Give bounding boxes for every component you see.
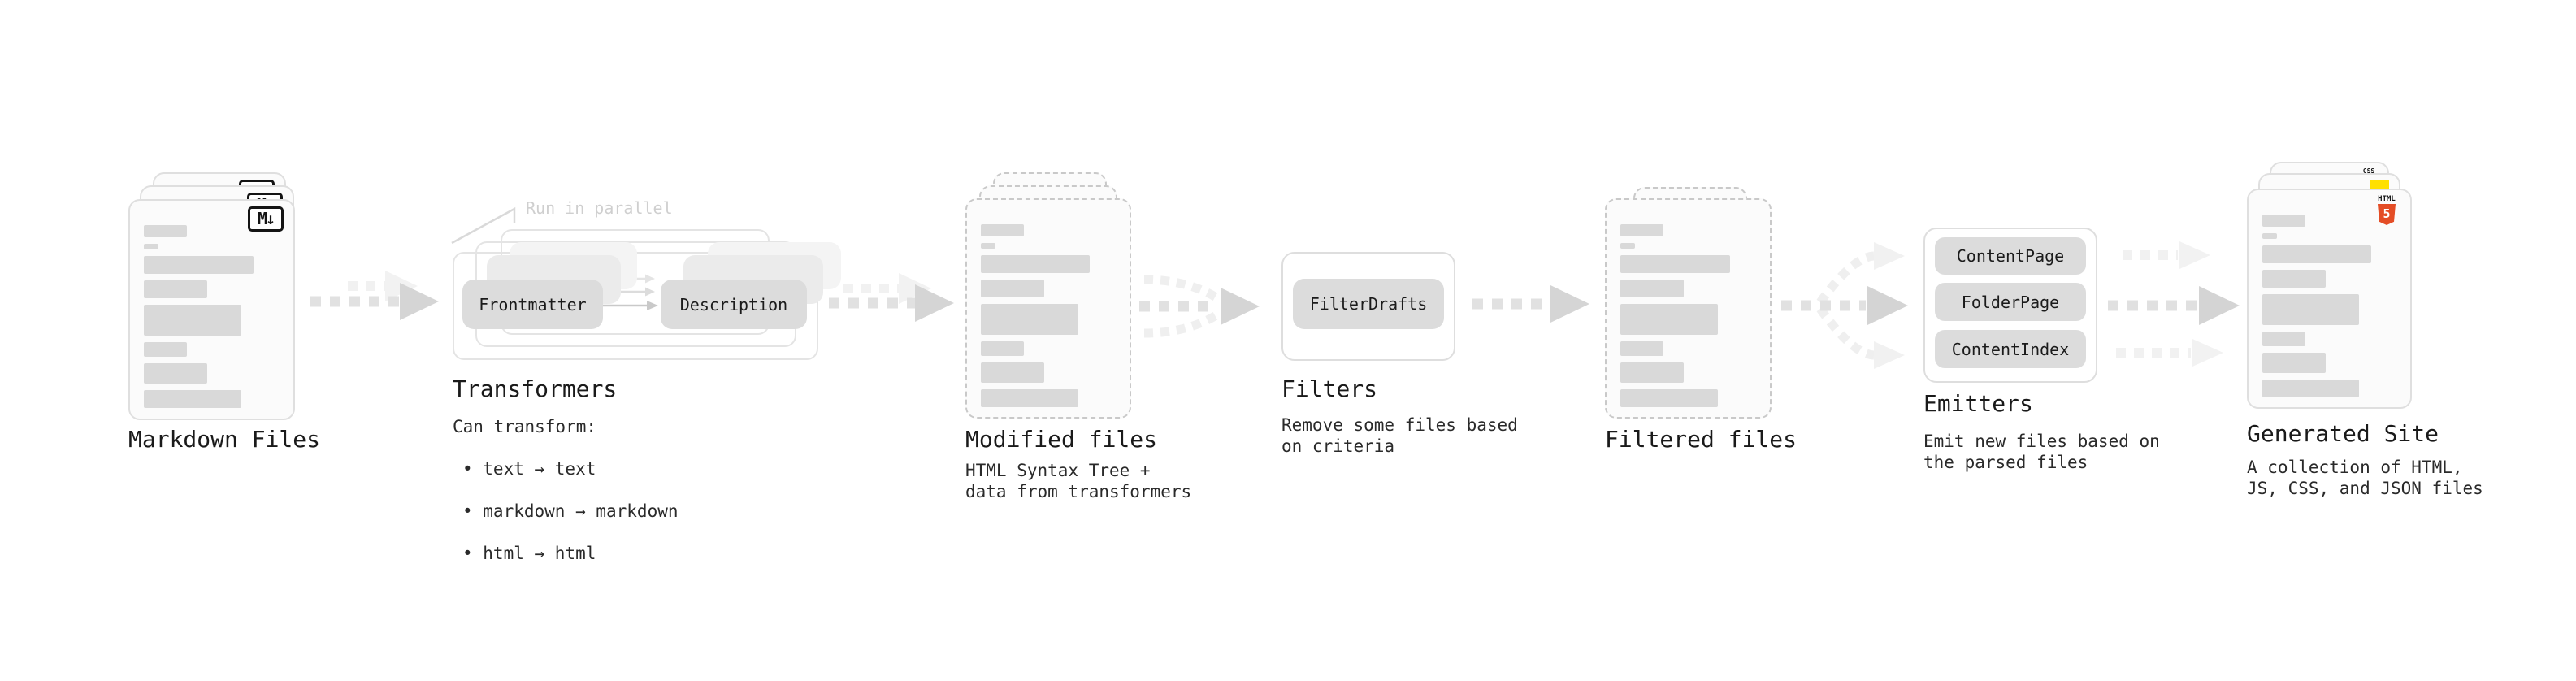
doc-line-bar — [2262, 245, 2371, 263]
doc-line-bar — [2262, 294, 2359, 325]
doc-placeholder-lines — [1620, 224, 1756, 414]
arrow-filters-to-filtered — [1472, 285, 1589, 323]
transformers-bullets: • text → text • markdown → markdown • ht… — [453, 437, 679, 585]
doc-line-bar — [1620, 304, 1719, 335]
emitter-pill-contentindex: ContentIndex — [1935, 330, 2086, 368]
doc-line-bar — [144, 342, 188, 357]
stage-title-markdown-files: Markdown Files — [128, 426, 321, 453]
arrow-emitters-to-generated — [2108, 241, 2240, 367]
doc-line-bar — [981, 224, 1025, 236]
doc-line-bar — [981, 255, 1091, 273]
stage-title-emitters: Emitters — [1923, 390, 2033, 417]
doc-line-bar — [144, 244, 159, 249]
doc-line-bar — [2262, 233, 2278, 239]
modified-files-subtitle: HTML Syntax Tree + data from transformer… — [965, 461, 1192, 501]
doc-line-bar — [2262, 270, 2326, 288]
html5-icon-label: HTML — [2378, 195, 2396, 203]
doc-line-bar — [1620, 224, 1664, 236]
bullet-html-to-html: • html → html — [462, 544, 596, 563]
doc-line-bar — [1620, 255, 1731, 273]
run-in-parallel-note: Run in parallel — [526, 198, 673, 218]
doc-line-bar — [981, 389, 1078, 407]
stage-title-filters: Filters — [1281, 375, 1378, 402]
doc-line-bar — [1620, 280, 1685, 297]
arrow-markdown-to-transformers — [310, 271, 439, 320]
doc-line-bar — [981, 304, 1078, 335]
filter-pill-filterdrafts: FilterDrafts — [1293, 279, 1444, 329]
doc-line-bar — [2262, 215, 2305, 227]
doc-line-bar — [144, 280, 208, 298]
bullet-markdown-to-markdown: • markdown → markdown — [462, 501, 679, 521]
transformer-pill-frontmatter: Frontmatter — [462, 280, 603, 329]
doc-line-bar — [981, 341, 1025, 356]
doc-line-bar — [981, 362, 1045, 383]
doc-line-bar — [981, 243, 996, 249]
doc-line-bar — [1620, 362, 1685, 383]
generated-file-card-front: HTML 5 — [2247, 189, 2412, 409]
modified-file-card-front — [965, 198, 1131, 419]
doc-line-bar — [2262, 332, 2305, 346]
doc-line-bar — [144, 256, 254, 274]
doc-line-bar — [1620, 243, 1636, 249]
emitters-subtitle: Emit new files based on the parsed files — [1923, 432, 2160, 472]
doc-line-bar — [1620, 341, 1664, 356]
doc-line-bar — [144, 225, 188, 237]
doc-line-bar — [2262, 353, 2326, 373]
note-leader-line — [451, 206, 516, 245]
generated-site-subtitle: A collection of HTML, JS, CSS, and JSON … — [2247, 458, 2483, 498]
doc-line-bar — [1620, 389, 1719, 407]
filtered-file-card-front — [1605, 198, 1772, 419]
arrow-transformers-to-modified — [829, 273, 954, 322]
doc-line-bar — [144, 305, 242, 336]
bullet-text-to-text: • text → text — [462, 459, 596, 479]
arrow-filtered-to-emitters — [1781, 242, 1908, 369]
transformer-pill-description: Description — [661, 280, 807, 329]
doc-line-bar — [981, 280, 1045, 297]
html5-icon-shield: 5 — [2378, 204, 2396, 225]
transformers-subtitle-intro: Can transform: — [453, 417, 597, 436]
css-icon-label: CSS — [2362, 167, 2375, 175]
doc-line-bar — [144, 390, 242, 408]
emitter-pill-folderpage: FolderPage — [1935, 283, 2086, 321]
doc-placeholder-lines — [144, 225, 280, 414]
doc-placeholder-lines — [2262, 215, 2396, 404]
filters-subtitle: Remove some files based on criteria — [1281, 415, 1518, 456]
doc-line-bar — [2262, 380, 2359, 397]
markdown-icon: M↓ — [248, 206, 284, 232]
stage-title-modified-files: Modified files — [965, 426, 1158, 453]
arrow-modified-to-filters — [1139, 275, 1260, 338]
js-icon — [2370, 180, 2389, 190]
stage-title-generated-site: Generated Site — [2247, 420, 2439, 447]
emitter-pill-contentpage: ContentPage — [1935, 237, 2086, 275]
stage-title-transformers: Transformers — [453, 375, 618, 402]
markdown-file-card-front: M↓ — [128, 199, 295, 420]
doc-placeholder-lines — [981, 224, 1116, 414]
html5-icon: HTML 5 — [2374, 195, 2399, 225]
stage-title-filtered-files: Filtered files — [1605, 426, 1798, 453]
doc-line-bar — [144, 363, 208, 384]
